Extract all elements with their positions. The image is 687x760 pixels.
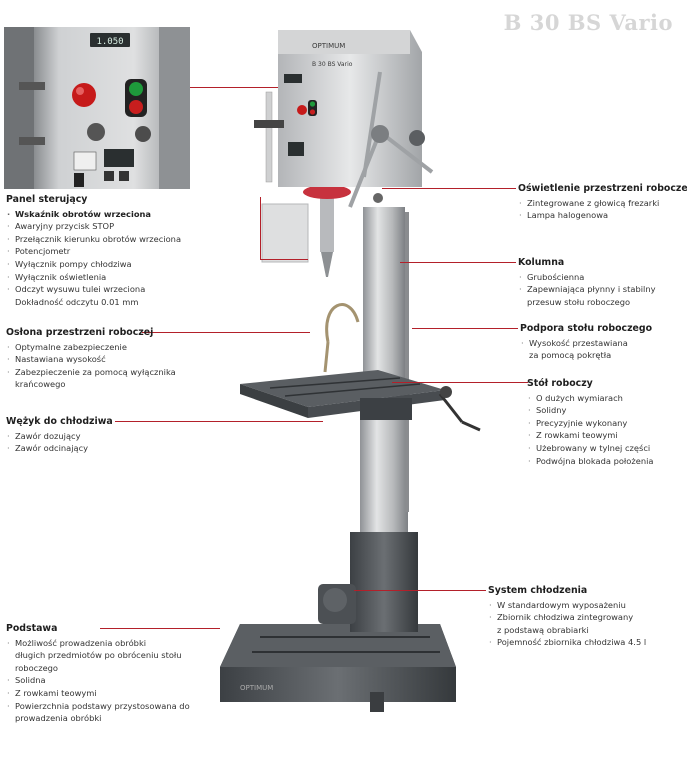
panel-item: Odczyt wysuwu tulei wrzeciona xyxy=(6,283,181,296)
head-brand-label: OPTIMUM xyxy=(312,42,345,50)
guard-item: Zabezpieczenie za pomocą wyłącznika xyxy=(6,366,176,379)
column-heading: Kolumna xyxy=(518,257,565,268)
table-item: Podwójna blokada położenia xyxy=(527,455,653,468)
potentiometer-knob-icon xyxy=(87,123,105,141)
inset-display-value: 1.050 xyxy=(96,37,123,47)
panel-item: Przełącznik kierunku obrotów wrzeciona xyxy=(6,233,181,246)
table-item: Precyzyjnie wykonany xyxy=(527,417,653,430)
panel-item: Wskaźnik obrotów wrzeciona xyxy=(6,208,181,221)
support-item: za pomocą pokrętła xyxy=(529,350,612,361)
guard-heading: Osłona przestrzeni roboczej xyxy=(6,327,154,338)
base-item: Powierzchnia podstawy przystosowana do xyxy=(6,700,190,713)
cooling-callout: System chłodzenia W standardowym wyposaż… xyxy=(488,585,646,649)
lighting-item: Zintegrowane z głowicą frezarki xyxy=(518,197,687,210)
support-item: Wysokość przestawiana xyxy=(520,337,652,350)
panel-item: Wyłącznik oświetlenia xyxy=(6,271,181,284)
base-item: długich przedmiotów po obróceniu stołu xyxy=(15,650,182,661)
panel-callout: Panel sterujący Wskaźnik obrotów wrzecio… xyxy=(6,194,181,308)
base-heading: Podstawa xyxy=(6,623,58,634)
base-item: Możliwość prowadzenia obróbki xyxy=(6,637,190,650)
guard-item: krańcowego xyxy=(15,379,66,390)
table-item: Solidny xyxy=(527,404,653,417)
lighting-callout: Oświetlenie przestrzeni roboczej Zintegr… xyxy=(518,183,687,222)
hose-item: Zawór odcinający xyxy=(6,442,113,455)
lighting-item: Lampa halogenowa xyxy=(518,209,687,222)
panel-item: Potencjometr xyxy=(6,245,181,258)
guard-item: Optymalne zabezpieczenie xyxy=(6,341,176,354)
cooling-item: W standardowym wyposażeniu xyxy=(488,599,646,612)
cooling-heading: System chłodzenia xyxy=(488,585,588,596)
table-callout: Stół roboczy O dużych wymiarach Solidny … xyxy=(527,378,653,467)
base-item: prowadzenia obróbki xyxy=(15,713,102,724)
base-item: Z rowkami teowymi xyxy=(6,687,190,700)
hose-heading: Wężyk do chłodziwa xyxy=(6,416,113,427)
cooling-item: z podstawą obrabiarki xyxy=(497,624,589,635)
panel-item: Dokładność odczytu 0.01 mm xyxy=(15,296,139,307)
hose-callout: Wężyk do chłodziwa Zawór dozujący Zawór … xyxy=(6,416,113,455)
table-item: Z rowkami teowymi xyxy=(527,429,653,442)
head-model-label: B 30 BS Vario xyxy=(312,61,353,68)
base-item: roboczego xyxy=(15,662,59,673)
panel-item: Wyłącznik pompy chłodziwa xyxy=(6,258,181,271)
page-title: B 30 BS Vario xyxy=(503,10,673,35)
cooling-item: Pojemność zbiornika chłodziwa 4.5 l xyxy=(488,636,646,649)
panel-heading: Panel sterujący xyxy=(6,194,88,205)
column-item: Zapewniająca płynny i stabilny xyxy=(518,283,656,296)
hose-item: Zawór dozujący xyxy=(6,430,113,443)
column-callout: Kolumna Grubościenna Zapewniająca płynny… xyxy=(518,257,656,308)
base-item: Solidna xyxy=(6,674,190,687)
control-panel-closeup: 1.050 xyxy=(4,27,190,189)
column-item: Grubościenna xyxy=(518,271,656,284)
table-heading: Stół roboczy xyxy=(527,378,593,389)
emergency-stop-icon xyxy=(72,83,96,107)
drill-press-illustration: OPTIMUM OPTIMUM B 30 BS Vario xyxy=(220,30,481,712)
panel-item: Awaryjny przycisk STOP xyxy=(6,220,181,233)
table-item: Użebrowany w tylnej części xyxy=(527,442,653,455)
column-item: przesuw stołu roboczego xyxy=(527,296,631,307)
base-callout: Podstawa Możliwość prowadzenia obróbki d… xyxy=(6,623,190,725)
cooling-item: Zbiornik chłodziwa zintegrowany xyxy=(488,611,646,624)
guard-item: Nastawiana wysokość xyxy=(6,353,176,366)
support-heading: Podpora stołu roboczego xyxy=(520,323,653,334)
support-callout: Podpora stołu roboczego Wysokość przesta… xyxy=(520,323,652,362)
table-item: O dużych wymiarach xyxy=(527,392,653,405)
guard-callout: Osłona przestrzeni roboczej Optymalne za… xyxy=(6,327,176,391)
lighting-heading: Oświetlenie przestrzeni roboczej xyxy=(518,183,687,194)
base-brand-label: OPTIMUM xyxy=(240,684,273,692)
